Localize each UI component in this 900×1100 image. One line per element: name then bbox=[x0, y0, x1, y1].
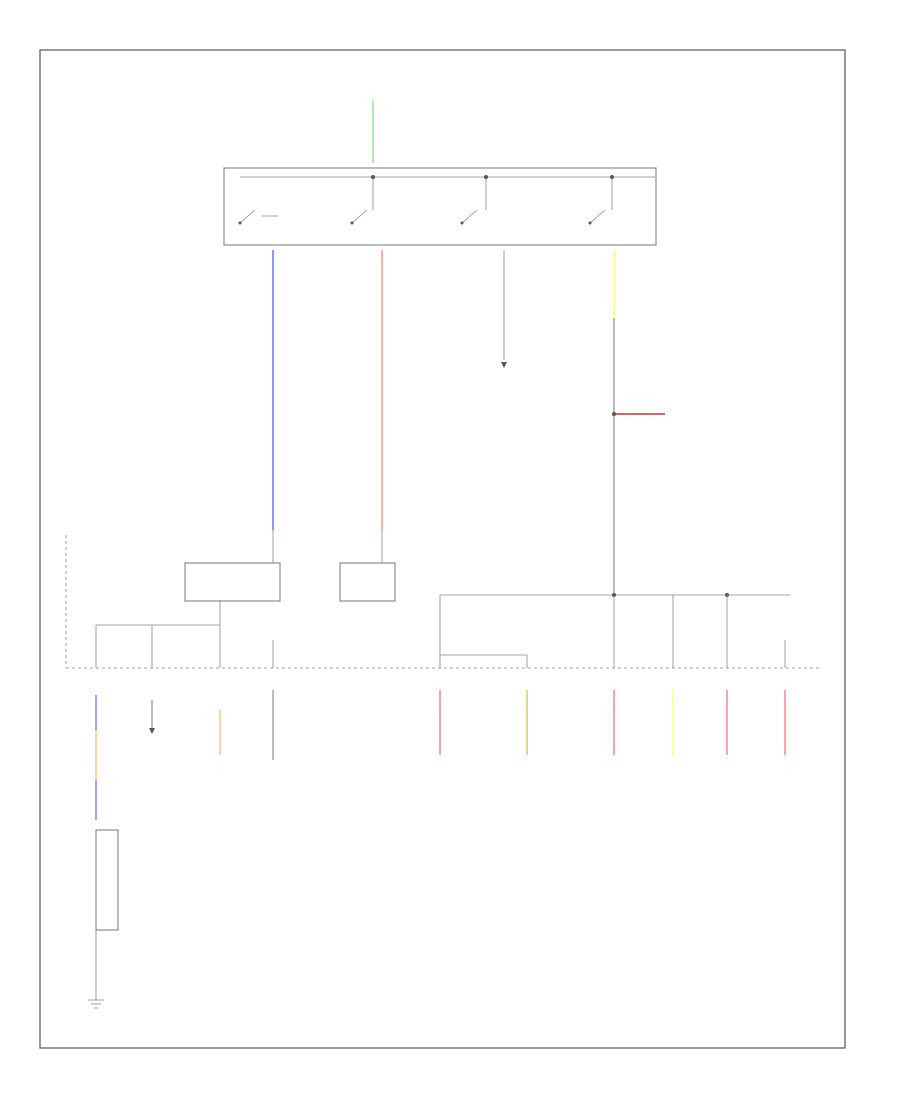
ground-icon bbox=[88, 999, 104, 1009]
node-dot-icon bbox=[610, 175, 614, 179]
control-unit-box bbox=[339, 562, 396, 602]
node-dot-icon bbox=[484, 175, 488, 179]
ignition-switch-box bbox=[223, 167, 657, 246]
switch-contact-icon bbox=[588, 177, 613, 225]
diagram-frame bbox=[39, 49, 846, 1049]
arrow-down-icon bbox=[149, 728, 155, 734]
switch-contact-icon bbox=[460, 177, 487, 225]
switch-contact-icon bbox=[238, 209, 278, 225]
node-dot-icon bbox=[612, 412, 616, 416]
module-box bbox=[95, 829, 119, 931]
switch-contact-icon bbox=[350, 177, 374, 225]
node-dot-icon bbox=[371, 175, 375, 179]
relay-box bbox=[184, 562, 281, 602]
arrow-down-icon bbox=[501, 362, 507, 368]
